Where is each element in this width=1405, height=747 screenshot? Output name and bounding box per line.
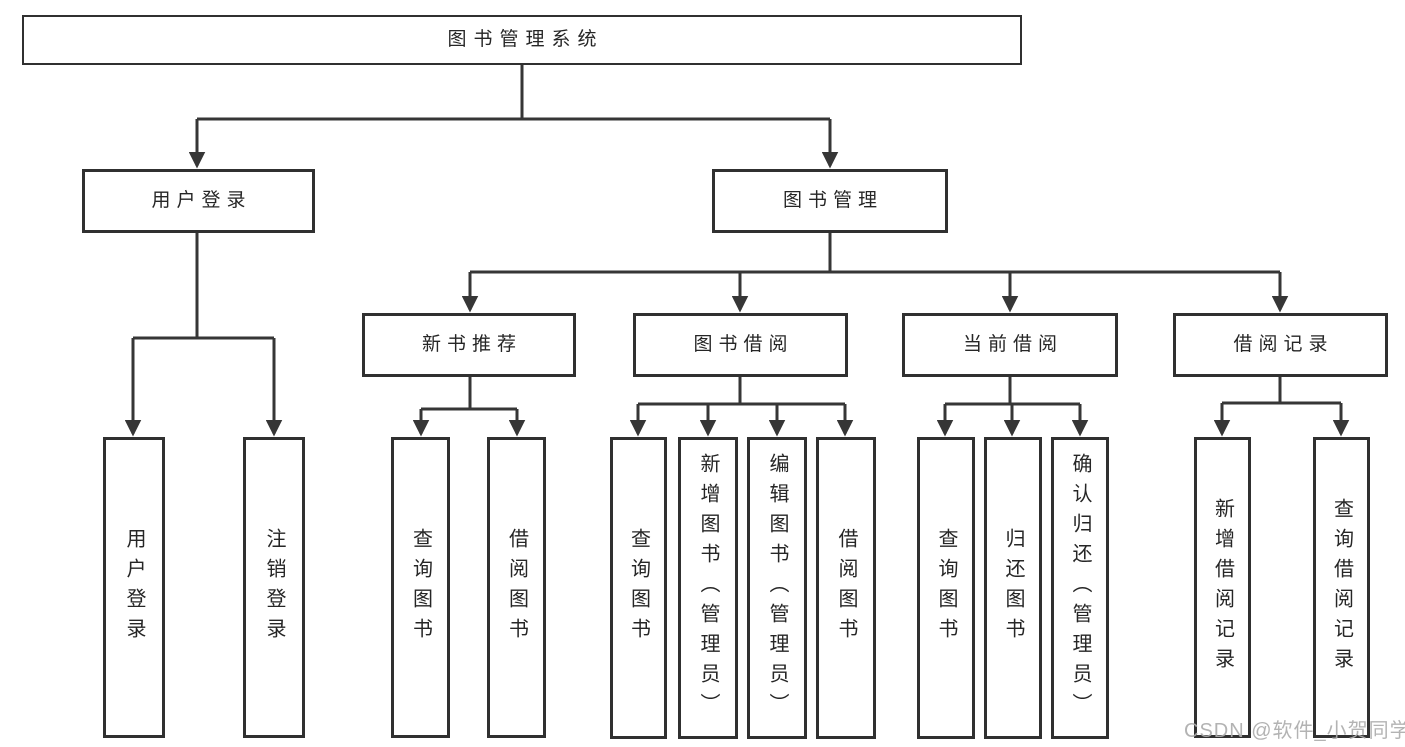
node-new-book-recommend: 新书推荐 bbox=[362, 313, 576, 377]
leaf-query-books-recommend-label: 查询图书 bbox=[409, 527, 432, 648]
node-book-management: 图书管理 bbox=[712, 169, 948, 233]
node-new-book-recommend-label: 新书推荐 bbox=[421, 333, 522, 355]
leaf-query-books-borrowing-label: 查询图书 bbox=[627, 528, 650, 648]
leaf-query-borrow-record-label: 查询借阅记录 bbox=[1330, 497, 1353, 678]
leaf-query-books-recommend: 查询图书 bbox=[391, 437, 450, 738]
leaf-query-borrow-record: 查询借阅记录 bbox=[1313, 437, 1370, 738]
leaf-query-books-current: 查询图书 bbox=[917, 437, 975, 739]
node-root-system-label: 图书管理系统 bbox=[447, 28, 604, 50]
leaf-borrow-books-label: 借阅图书 bbox=[835, 528, 857, 648]
leaf-add-borrow-record-label: 新增借阅记录 bbox=[1211, 497, 1234, 678]
node-book-borrowing-label: 图书借阅 bbox=[693, 333, 794, 355]
leaf-user-login: 用户登录 bbox=[103, 437, 165, 738]
leaf-query-books-current-label: 查询图书 bbox=[935, 528, 957, 648]
leaf-logout: 注销登录 bbox=[243, 437, 305, 738]
node-user-login-label: 用户登录 bbox=[151, 189, 252, 211]
node-current-borrowing-label: 当前借阅 bbox=[962, 333, 1063, 355]
connector-trunks bbox=[133, 65, 1341, 411]
leaf-borrow-books: 借阅图书 bbox=[816, 437, 876, 739]
node-book-borrowing: 图书借阅 bbox=[633, 313, 848, 377]
leaf-confirm-return-admin: 确认归还（管理员） bbox=[1051, 437, 1109, 739]
leaf-user-login-label: 用户登录 bbox=[123, 527, 145, 648]
node-borrowing-records: 借阅记录 bbox=[1173, 313, 1388, 377]
leaf-borrow-books-recommend-label: 借阅图书 bbox=[505, 527, 528, 648]
connector-arrows bbox=[124, 119, 1350, 437]
leaf-borrow-books-recommend: 借阅图书 bbox=[487, 437, 546, 738]
leaf-add-borrow-record: 新增借阅记录 bbox=[1194, 437, 1251, 738]
leaf-edit-books-admin-label: 编辑图书（管理员） bbox=[766, 453, 788, 723]
leaf-edit-books-admin: 编辑图书（管理员） bbox=[747, 437, 807, 739]
node-book-management-label: 图书管理 bbox=[782, 189, 883, 211]
node-borrowing-records-label: 借阅记录 bbox=[1233, 333, 1334, 355]
node-root-system: 图书管理系统 bbox=[22, 15, 1022, 65]
leaf-confirm-return-admin-label: 确认归还（管理员） bbox=[1069, 453, 1091, 723]
leaf-query-books-borrowing: 查询图书 bbox=[610, 437, 667, 739]
leaf-add-books-admin: 新增图书（管理员） bbox=[678, 437, 738, 739]
leaf-logout-label: 注销登录 bbox=[263, 527, 285, 648]
node-current-borrowing: 当前借阅 bbox=[902, 313, 1118, 377]
node-user-login: 用户登录 bbox=[82, 169, 315, 233]
csdn-watermark: CSDN @软件_小贺同学 bbox=[1184, 720, 1405, 742]
leaf-return-books: 归还图书 bbox=[984, 437, 1042, 739]
leaf-add-books-admin-label: 新增图书（管理员） bbox=[697, 453, 719, 723]
leaf-return-books-label: 归还图书 bbox=[1002, 528, 1024, 648]
